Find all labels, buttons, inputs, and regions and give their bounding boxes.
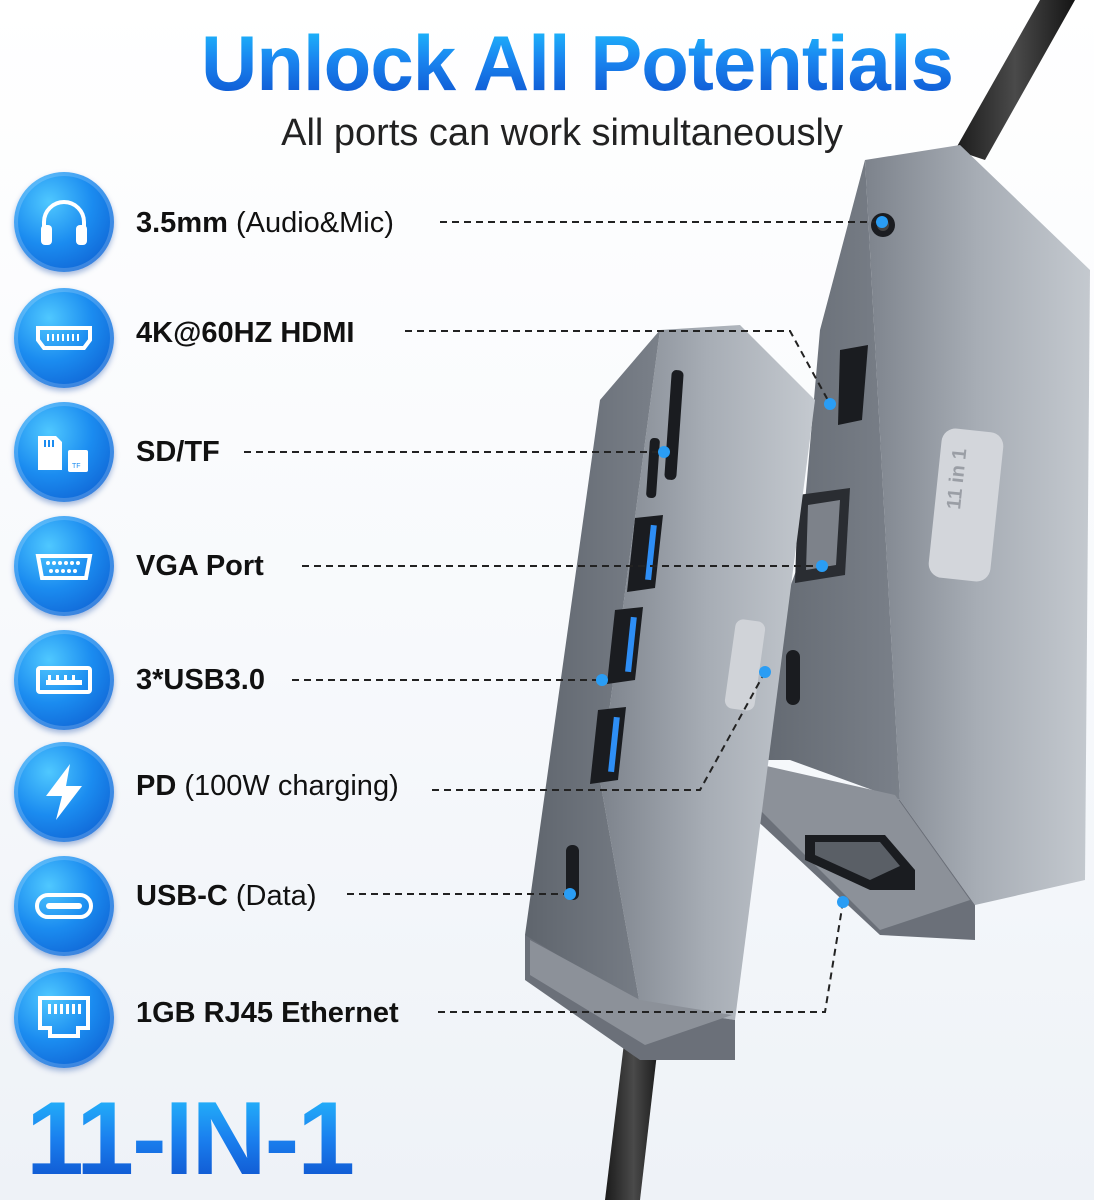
label-usb-c: USB-C (Data) <box>136 880 317 912</box>
label-audio: 3.5mm (Audio&Mic) <box>136 207 394 239</box>
svg-text:TF: TF <box>72 463 81 470</box>
cable-top <box>955 0 1075 160</box>
hdmi-icon <box>14 288 114 388</box>
page-subtitle: All ports can work simultaneously <box>281 112 843 154</box>
page-title: Unlock All Potentials <box>0 18 1094 109</box>
usb-c-icon <box>14 856 114 956</box>
vga-icon <box>14 516 114 616</box>
device-badge <box>928 428 1004 582</box>
label-pd: PD (100W charging) <box>136 770 399 802</box>
label-vga: VGA Port <box>136 550 264 582</box>
label-sd-tf: SD/TF <box>136 436 220 468</box>
ethernet-icon <box>14 968 114 1068</box>
lightning-icon <box>14 742 114 842</box>
usb-icon <box>14 630 114 730</box>
label-ethernet: 1GB RJ45 Ethernet <box>136 997 399 1029</box>
label-hdmi: 4K@60HZ HDMI <box>136 317 355 349</box>
label-usb3: 3*USB3.0 <box>136 664 265 696</box>
left-hub-side <box>525 330 660 1005</box>
left-hub-top <box>600 325 815 1020</box>
headphones-icon <box>14 172 114 272</box>
sd-card-icon: TF <box>14 402 114 502</box>
footer-big-text: 11-IN-1 <box>26 1081 355 1197</box>
